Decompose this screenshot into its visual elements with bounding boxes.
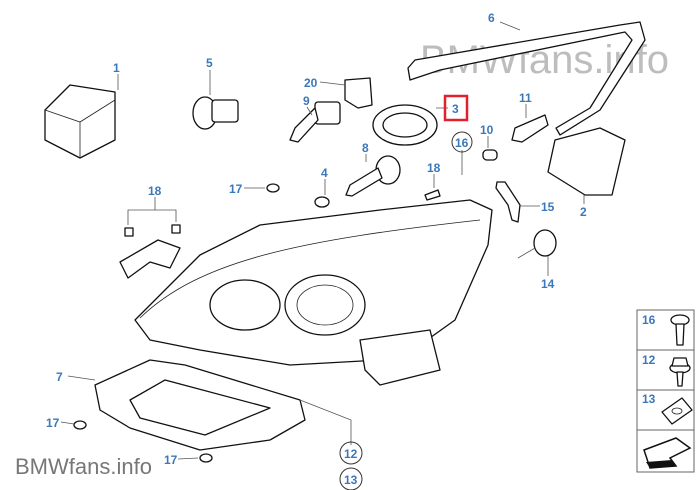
callout-18-left[interactable]: 18 xyxy=(148,184,162,198)
callout-3[interactable]: 3 xyxy=(452,102,459,116)
part-9-bulb xyxy=(289,101,341,143)
part-4-nut xyxy=(314,196,330,208)
legend-label-12: 12 xyxy=(642,353,656,367)
callout-18-right[interactable]: 18 xyxy=(427,161,441,175)
callout-5[interactable]: 5 xyxy=(206,56,213,70)
callout-20[interactable]: 20 xyxy=(304,76,318,90)
callout-11[interactable]: 11 xyxy=(519,91,532,105)
part-5-socket xyxy=(192,96,239,130)
callouts: 1 5 20 9 3 6 11 10 16 8 4 18 17 18 15 2 … xyxy=(46,11,587,490)
hex-screw-icon xyxy=(669,357,691,387)
callout-12-circle xyxy=(339,441,363,465)
arrow-back-icon[interactable] xyxy=(643,437,692,469)
part-1-cover xyxy=(44,84,116,159)
part-15-bracket xyxy=(495,181,521,223)
callout-13[interactable]: 13 xyxy=(344,473,358,487)
callout-17-top[interactable]: 17 xyxy=(229,182,243,196)
leader-lines xyxy=(60,21,585,460)
callout-10[interactable]: 10 xyxy=(480,123,494,137)
callout-13-circle xyxy=(339,467,363,490)
clip-nut-icon xyxy=(661,397,693,425)
callout-1[interactable]: 1 xyxy=(113,61,120,75)
callout-2[interactable]: 2 xyxy=(580,205,587,219)
callout-9[interactable]: 9 xyxy=(303,94,310,108)
screw-icon xyxy=(670,314,690,346)
part-20-clip xyxy=(344,77,373,109)
callout-16[interactable]: 16 xyxy=(455,136,469,150)
callout-4[interactable]: 4 xyxy=(321,166,328,180)
callout-14[interactable]: 14 xyxy=(541,277,555,291)
watermark-bottom: BMWfans.info xyxy=(15,454,152,479)
part-11-bulb xyxy=(511,114,549,143)
part-7-bracket xyxy=(94,359,306,451)
part-14-motor xyxy=(517,229,557,259)
screws xyxy=(73,183,441,463)
part-6-seal xyxy=(407,21,646,136)
part-2-cover xyxy=(547,127,626,196)
part-10-bulb xyxy=(482,149,498,161)
callout-7[interactable]: 7 xyxy=(56,370,63,384)
legend-item-13[interactable]: 13 xyxy=(642,392,693,425)
legend-label-13: 13 xyxy=(642,392,656,406)
legend-item-16[interactable]: 16 xyxy=(642,313,690,346)
callout-8[interactable]: 8 xyxy=(362,141,369,155)
callout-6[interactable]: 6 xyxy=(488,11,495,25)
callout-15[interactable]: 15 xyxy=(541,200,555,214)
part-8-bulb xyxy=(345,155,401,197)
headlight-housing xyxy=(134,199,493,386)
selected-highlight-box xyxy=(443,94,469,122)
callout-12[interactable]: 12 xyxy=(344,447,358,461)
callout-16-circle xyxy=(451,131,473,153)
callout-17-bottom[interactable]: 17 xyxy=(164,453,178,467)
part-3-ring xyxy=(372,104,438,146)
small-parts-legend: 16 12 13 xyxy=(636,309,695,473)
callout-17-left[interactable]: 17 xyxy=(46,416,60,430)
legend-item-12[interactable]: 12 xyxy=(642,353,691,387)
legend-label-16: 16 xyxy=(642,313,656,327)
